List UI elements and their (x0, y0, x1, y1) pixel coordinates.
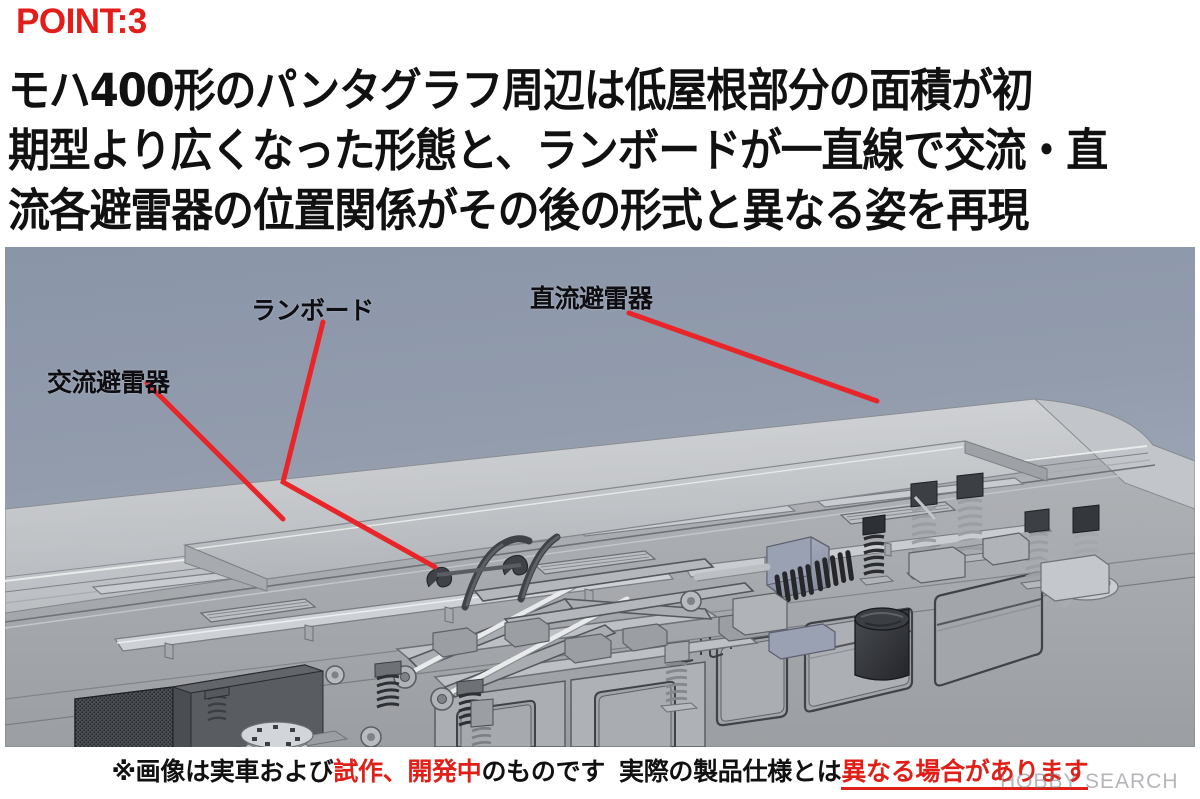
disclaimer-part-2: のものです (481, 757, 605, 786)
cad-render-svg (5, 247, 1195, 747)
pantograph-assembly (325, 533, 774, 747)
leader-dc-arrester (626, 310, 880, 404)
header-text-block: POINT:3 モハ400形のパンタグラフ周辺は低屋根部分の面積が初 期型より広… (0, 0, 1200, 240)
callout-label-runboard: ランボード (251, 296, 374, 325)
leader-ac-arrester (144, 380, 286, 522)
disclaimer-part-1: ※画像は実車および (111, 757, 334, 786)
disclaimer-red-2: 異なる場合があります (841, 757, 1089, 790)
dark-post-insulators (858, 514, 895, 586)
leader-lines (144, 310, 880, 570)
disclaimer-red-1: 試作、開発中 (333, 757, 482, 786)
callout-label-ac-arrester: 交流避雷器 (47, 368, 170, 397)
low-roof-section (182, 440, 1048, 592)
spring-insulator-left (204, 686, 230, 722)
headline-line-3: 流各避雷器の位置関係がその後の形式と異なる姿を再現 (8, 183, 1029, 237)
leader-runboard (280, 319, 438, 570)
point-number-label: POINT:3 (16, 2, 147, 41)
disclaimer-part-3: 実際の製品仕様とは (619, 757, 842, 786)
footer-disclaimer-block: ※画像は実車および試作、開発中のものです実際の製品仕様とは異なる場合があります (0, 748, 1200, 799)
right-roof-equipment (693, 472, 1119, 681)
callout-label-dc-arrester: 直流避雷器 (530, 284, 653, 313)
ac-arrester-cylinder (240, 721, 314, 747)
headline-line-2: 期型より広くなった形態と、ランボードが一直線で交流・直 (8, 123, 1108, 177)
disclaimer-text: ※画像は実車および試作、開発中のものです実際の製品仕様とは異なる場合があります (0, 752, 1200, 790)
pantograph-insulator-springs (374, 640, 699, 747)
product-cad-image (5, 247, 1195, 747)
dc-arrester-cylinder (854, 607, 910, 681)
headline-line-1: モハ400形のパンタグラフ周辺は低屋根部分の面積が初 (8, 63, 1034, 117)
